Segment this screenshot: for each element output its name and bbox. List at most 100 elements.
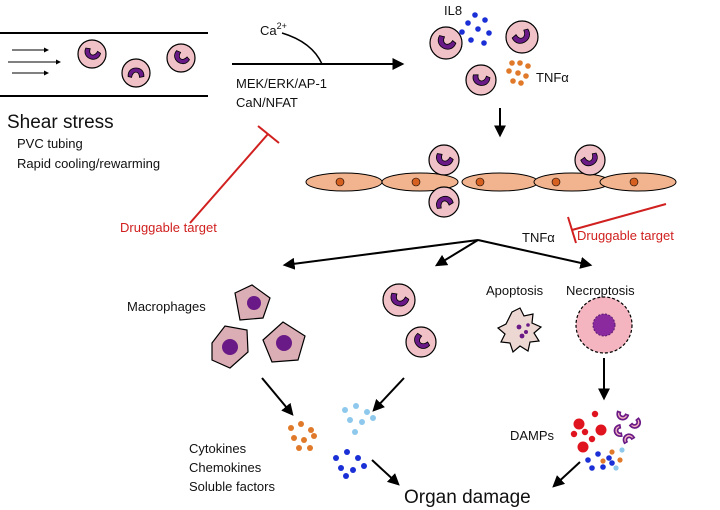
inhibition-line — [571, 203, 667, 231]
cytokine-dot — [301, 437, 307, 443]
branch-arrow-cell-death — [477, 239, 593, 269]
vessel-tube — [0, 32, 208, 97]
cytokine-dot — [311, 433, 317, 439]
dot-clusters — [288, 12, 642, 479]
tnf-dot — [509, 60, 515, 66]
soluble-factor-dot — [343, 473, 349, 479]
endothelial-nucleus — [411, 177, 421, 187]
soluble-factor-dot — [338, 465, 344, 471]
calcium-input-curve — [281, 32, 323, 65]
damp-dot — [600, 458, 606, 464]
inhibition-left — [189, 125, 280, 224]
apoptosis-label: Apoptosis — [486, 283, 544, 298]
il8-dot — [481, 40, 487, 46]
neutrophil-body — [166, 43, 196, 73]
neutrophil-body — [574, 144, 606, 176]
pathway-label-can: CaN/NFAT — [236, 95, 298, 110]
calcium-label: Ca2+ — [260, 21, 287, 38]
arrow-neutrophil-chemokines — [372, 377, 405, 412]
macrophage — [234, 284, 271, 321]
neutrophil-body — [428, 144, 460, 176]
neutrophil-nucleus — [511, 28, 530, 44]
arrow-factors-organ — [371, 459, 400, 486]
neutrophil — [428, 186, 460, 218]
neutrophil-body — [382, 283, 416, 317]
cytokine-dot — [298, 421, 304, 427]
neutrophil-nucleus — [436, 153, 454, 167]
neutrophil-nucleus — [127, 67, 145, 78]
tnf-dot — [517, 60, 523, 66]
il8-dot — [486, 30, 492, 36]
endothelial-cell — [461, 172, 539, 192]
macrophage-nucleus — [222, 339, 238, 355]
shear-stress-title: Shear stress — [7, 112, 114, 133]
damp-dot — [595, 424, 607, 436]
druggable-target-label-left: Druggable target — [120, 220, 217, 235]
neutrophil-body — [121, 58, 151, 88]
damp-dot — [609, 449, 615, 455]
cells-layer — [77, 20, 606, 358]
neutrophil-body — [405, 326, 437, 358]
neutrophil-body — [77, 39, 107, 69]
apoptotic-fragment — [516, 324, 522, 330]
macrophage-nucleus — [247, 296, 261, 310]
neutrophil-nucleus — [472, 74, 491, 86]
neutrophil-body — [505, 20, 539, 54]
damp-dot — [570, 430, 578, 438]
chemokine-dot — [352, 429, 358, 435]
nuclear-fragment — [622, 433, 636, 445]
neutrophil — [121, 58, 151, 88]
damp-dot — [589, 465, 595, 471]
chemokine-dot — [353, 403, 359, 409]
neutrophil — [428, 144, 460, 176]
neutrophil-nucleus — [174, 50, 190, 65]
neutrophil — [505, 20, 539, 54]
branch-arrow-neutrophils — [434, 239, 479, 267]
neutrophil-nucleus — [414, 332, 431, 349]
tnf-label-top: TNFα — [536, 70, 569, 85]
neutrophil — [382, 283, 416, 317]
endothelial-nucleus — [335, 177, 345, 187]
damp-dot — [619, 447, 625, 453]
damp-dot — [606, 455, 612, 461]
arrow-damps-organ — [552, 461, 581, 488]
chemokine-dot — [370, 415, 376, 421]
tnf-dot — [518, 80, 524, 86]
shear-cause-temperature: Rapid cooling/rewarming — [17, 156, 160, 171]
apoptotic-fragment — [526, 323, 530, 327]
cytokines-label: Cytokines — [189, 441, 247, 456]
soluble-factor-dot — [350, 467, 356, 473]
inhibition-bar — [567, 216, 577, 244]
shear-cause-pvc: PVC tubing — [17, 136, 83, 151]
organ-damage-label: Organ damage — [404, 487, 531, 508]
neutrophil-body — [428, 186, 460, 218]
apoptotic-cell — [496, 307, 543, 354]
chemokine-dot — [364, 409, 370, 415]
soluble-factors-label: Soluble factors — [189, 479, 275, 494]
neutrophil-nucleus — [436, 195, 454, 209]
tnf-dot — [510, 78, 516, 84]
damp-dot — [588, 435, 596, 443]
apoptotic-body — [496, 307, 543, 354]
neutrophil — [429, 26, 463, 60]
neutrophil-body — [465, 64, 497, 96]
soluble-factor-dot — [361, 463, 367, 469]
damp-dot — [577, 441, 589, 453]
tnf-dot — [515, 70, 521, 76]
endothelial-nucleus — [551, 177, 561, 187]
neutrophil-nucleus — [580, 152, 598, 167]
damps-label: DAMPs — [510, 428, 555, 443]
macrophage-nucleus — [276, 335, 292, 351]
macrophage — [211, 325, 249, 369]
endothelial-layer — [305, 172, 677, 192]
necroptosis-label: Necroptosis — [566, 283, 635, 298]
il8-dot — [482, 17, 488, 23]
chemokine-dot — [347, 417, 353, 423]
il8-label: IL8 — [444, 3, 462, 18]
neutrophil — [465, 64, 497, 96]
damp-dot — [600, 464, 606, 470]
nuclear-fragment — [616, 410, 630, 421]
neutrophil-nucleus — [437, 35, 457, 50]
cytokine-dot — [291, 435, 297, 441]
neutrophil — [166, 43, 196, 73]
